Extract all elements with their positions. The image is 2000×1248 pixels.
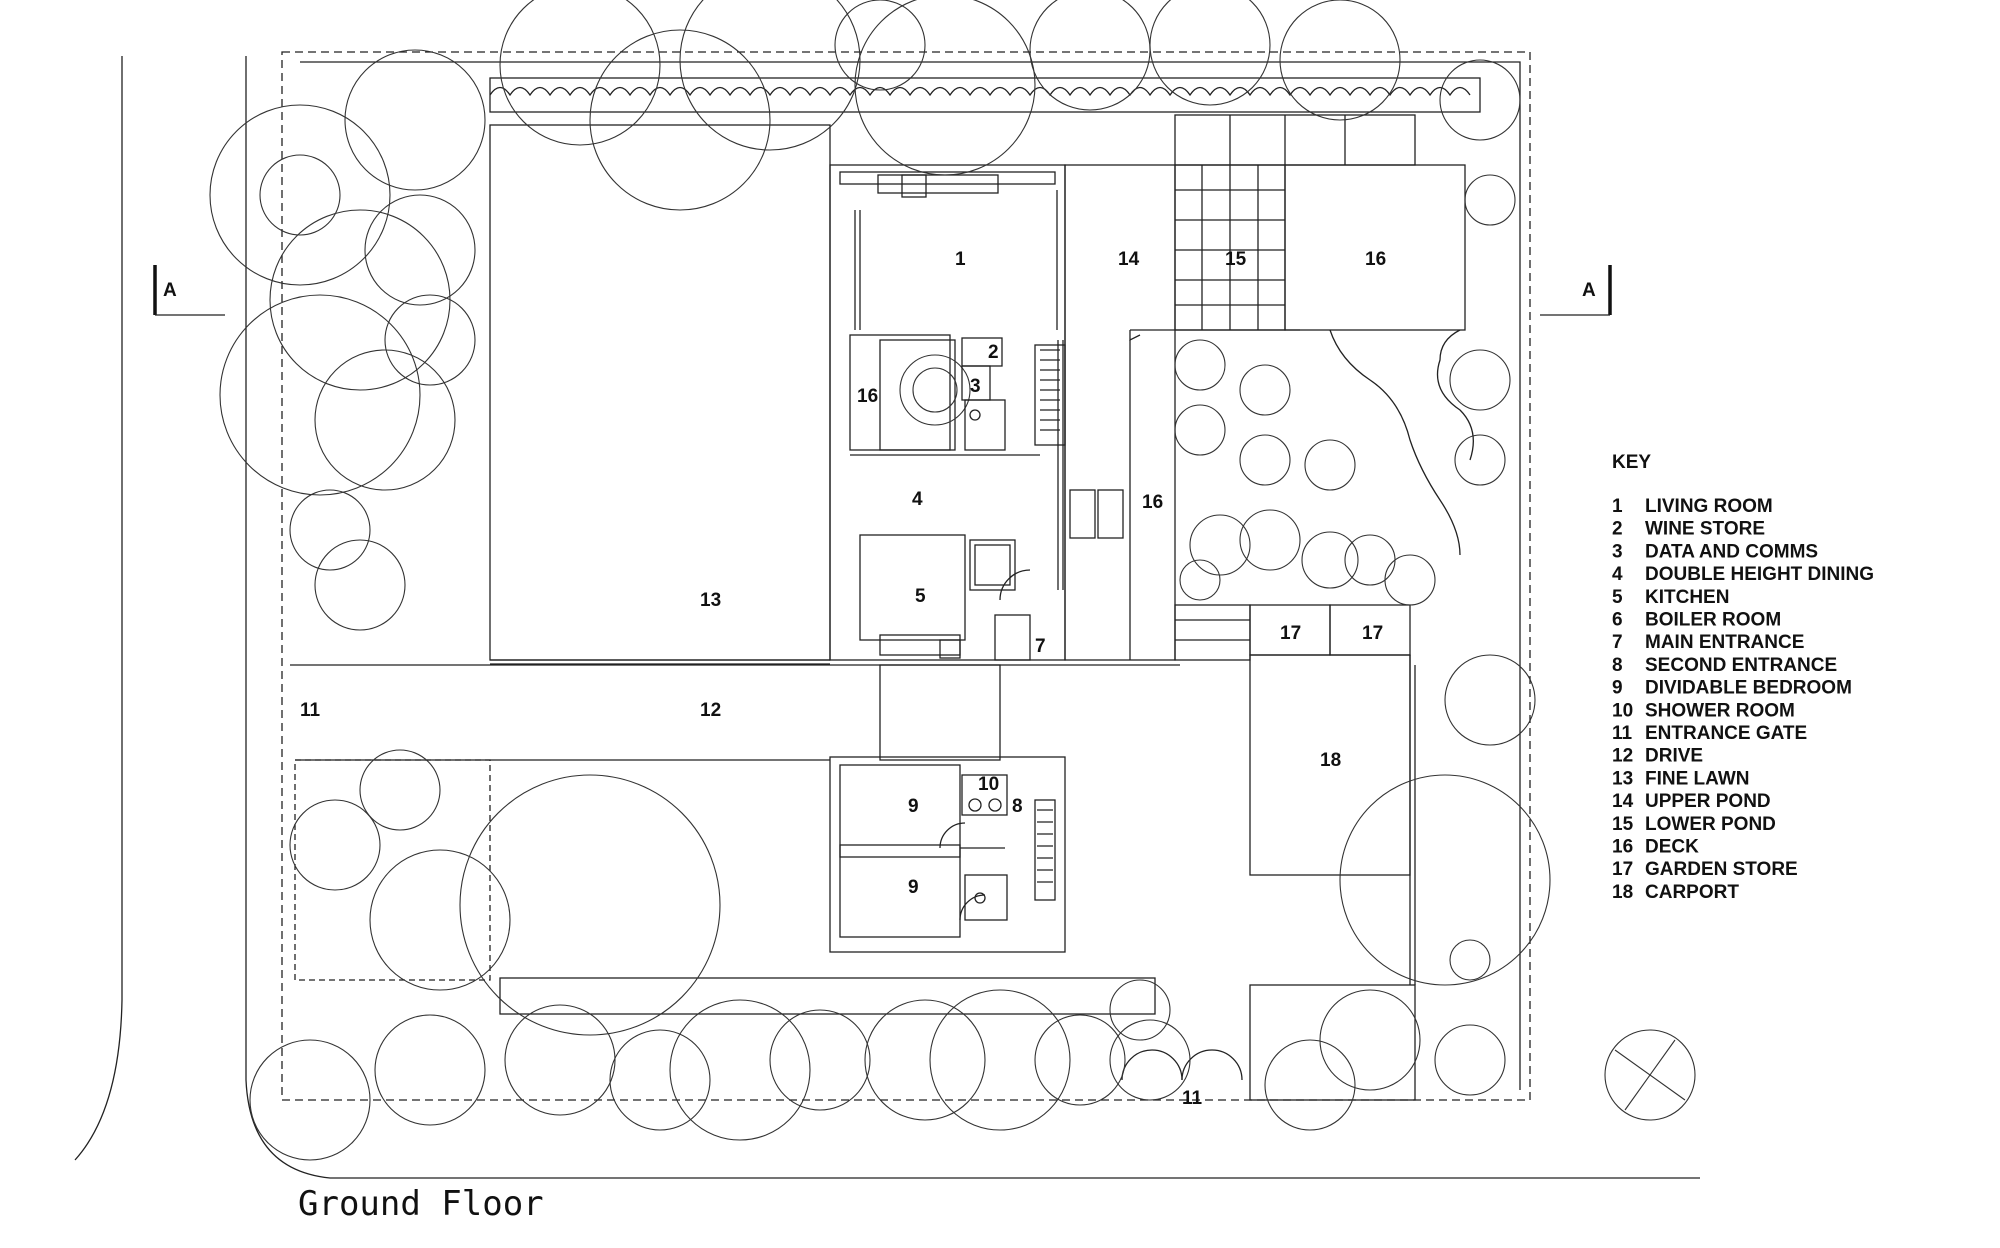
key-item-number: 13	[1612, 768, 1633, 789]
key-item-number: 18	[1612, 882, 1633, 903]
key-item-number: 14	[1612, 791, 1634, 812]
key-item-label: DIVIDABLE BEDROOM	[1645, 678, 1852, 699]
room-label-wine: 2	[988, 342, 999, 363]
bedroom-block	[829, 756, 1066, 953]
key-item-label: WINE STORE	[1645, 519, 1765, 540]
room-label-shower: 10	[978, 774, 999, 795]
main-house	[829, 164, 1066, 661]
room-label-lower-pond: 15	[1225, 249, 1247, 270]
site-boundary	[281, 51, 1531, 1101]
key-item-label: LOWER POND	[1645, 814, 1776, 835]
room-label-deck-west: 16	[857, 386, 878, 407]
key-item-label: DATA AND COMMS	[1645, 541, 1818, 562]
key-item-number: 2	[1612, 519, 1623, 540]
room-label-data: 3	[970, 376, 981, 397]
key-item-label: SECOND ENTRANCE	[1645, 655, 1837, 676]
pond-deck-area	[1064, 114, 1474, 661]
section-marker-east: A	[1540, 265, 1612, 316]
room-label-deck-mid: 16	[1142, 492, 1163, 513]
link-block	[879, 664, 1001, 761]
room-label-carport: 18	[1320, 750, 1341, 771]
key-item-number: 9	[1612, 678, 1623, 699]
key-item-label: DECK	[1645, 837, 1699, 858]
key-item-label: KITCHEN	[1645, 587, 1729, 608]
key-item-number: 7	[1612, 632, 1623, 653]
room-label-kitchen: 5	[915, 586, 926, 607]
carport	[1249, 654, 1416, 985]
room-label-bedroom-b: 9	[908, 877, 919, 898]
room-label-main-entrance: 7	[1035, 636, 1046, 657]
room-label-store-b: 17	[1362, 623, 1383, 644]
key-item-number: 4	[1612, 564, 1623, 585]
key-heading: KEY	[1612, 452, 1651, 473]
key-item-number: 3	[1612, 541, 1623, 562]
drawing-title: Ground Floor	[298, 1184, 544, 1224]
hedge-bottom	[499, 977, 1416, 1101]
room-labels: 1 2 3 16 4 5 7 14 15 16 16 13 12 11 11 9…	[300, 249, 1386, 1109]
key-item-label: UPPER POND	[1645, 791, 1771, 812]
tree-canopies	[209, 0, 1696, 1161]
key-item-number: 10	[1612, 700, 1633, 721]
key-item-number: 17	[1612, 859, 1633, 880]
fine-lawn-area	[489, 124, 831, 665]
room-label-second-entrance: 8	[1012, 796, 1023, 817]
key-item-number: 15	[1612, 814, 1634, 835]
room-label-gate-south: 11	[1182, 1088, 1203, 1109]
key-item-label: SHOWER ROOM	[1645, 700, 1795, 721]
key-item-label: ENTRANCE GATE	[1645, 723, 1807, 744]
key-item-number: 11	[1612, 723, 1633, 744]
room-label-deck-north: 16	[1365, 249, 1386, 270]
key-item-number: 8	[1612, 655, 1623, 676]
key-item-number: 12	[1612, 746, 1633, 767]
key-item-number: 1	[1612, 496, 1623, 517]
room-label-store-a: 17	[1280, 623, 1301, 644]
section-label-west: A	[163, 280, 177, 301]
drive-area	[290, 664, 1180, 981]
room-label-upper-pond: 14	[1118, 249, 1140, 270]
room-label-drive: 12	[700, 700, 721, 721]
key-item-label: DOUBLE HEIGHT DINING	[1645, 564, 1874, 585]
hedge-top	[489, 77, 1481, 113]
room-label-gate-west: 11	[300, 700, 321, 721]
room-label-lawn: 13	[700, 590, 721, 611]
key-item-label: LIVING ROOM	[1645, 496, 1773, 517]
key-item-number: 16	[1612, 837, 1633, 858]
key-item-label: BOILER ROOM	[1645, 610, 1781, 631]
key-item-label: FINE LAWN	[1645, 768, 1750, 789]
key-item-number: 5	[1612, 587, 1623, 608]
key-item-label: GARDEN STORE	[1645, 859, 1798, 880]
key-item-label: MAIN ENTRANCE	[1645, 632, 1804, 653]
street-edge	[74, 56, 1700, 1179]
key-item-label: CARPORT	[1645, 882, 1739, 903]
key-item-number: 6	[1612, 610, 1623, 631]
section-marker-west: A	[153, 265, 225, 316]
room-label-living: 1	[955, 249, 966, 270]
section-label-east: A	[1582, 280, 1596, 301]
key-item-label: DRIVE	[1645, 746, 1703, 767]
room-label-bedroom-a: 9	[908, 796, 919, 817]
room-label-dining: 4	[912, 489, 923, 510]
key-legend: KEY 1 LIVING ROOM 2 WINE STORE 3 DATA AND COM…	[1612, 452, 1874, 903]
